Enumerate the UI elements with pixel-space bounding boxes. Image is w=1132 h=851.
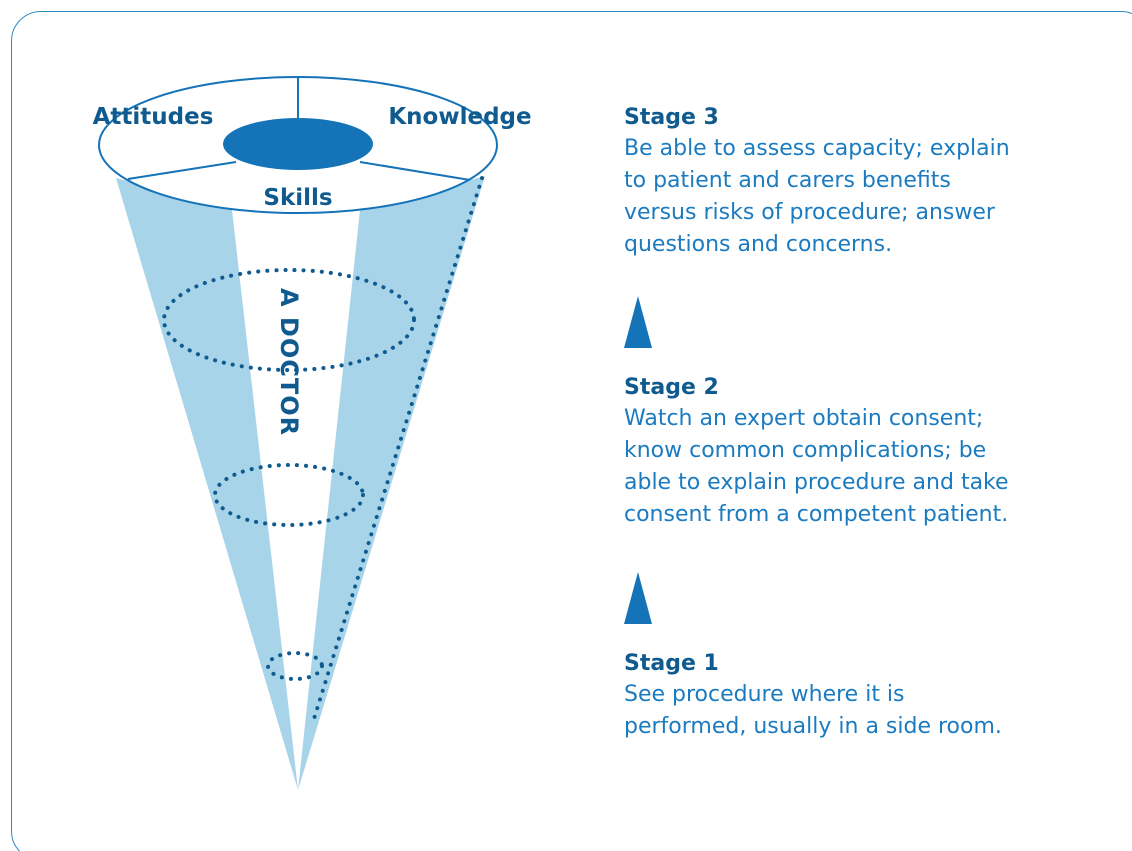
stage-2-line-3: able to explain procedure and take: [624, 470, 1009, 495]
stage-3-title: Stage 3: [624, 105, 719, 130]
frame-border: [11, 11, 1132, 851]
stage-3-line-3: versus risks of procedure; answer: [624, 200, 995, 225]
dotted-ring-upper: [162, 268, 416, 372]
label-knowledge: Knowledge: [388, 104, 531, 130]
divider-left: [127, 161, 237, 180]
stage-2-line-1: Watch an expert obtain consent;: [624, 406, 984, 431]
arrow-up-icon: [624, 296, 652, 348]
stage-2-line-2: know common complications; be: [624, 438, 987, 463]
dotted-path: [311, 176, 484, 724]
stage-2-block: Stage 2 Watch an expert obtain consent; …: [624, 373, 1124, 531]
stage-1-line-2: performed, usually in a side room.: [624, 714, 1002, 739]
cone-right-band: [298, 176, 485, 790]
center-ellipse: [223, 118, 373, 170]
stage-3-line-4: questions and concerns.: [624, 232, 893, 257]
cone-left-band: [116, 178, 298, 790]
label-a-doctor: A DOCTOR: [275, 288, 303, 436]
arrow-up-icon: [624, 572, 652, 624]
stage-3-line-1: Be able to assess capacity; explain: [624, 136, 1010, 161]
stage-2-title: Stage 2: [624, 375, 719, 400]
stage-2-line-4: consent from a competent patient.: [624, 502, 1009, 527]
stage-1-title: Stage 1: [624, 651, 719, 676]
stage-1-block: Stage 1 See procedure where it is perfor…: [624, 649, 1124, 743]
label-skills: Skills: [263, 185, 332, 211]
stage-3-line-2: to patient and carers benefits: [624, 168, 951, 193]
doctor-cone-diagram: Attitudes Knowledge Skills A DOCTOR: [93, 76, 532, 790]
divider-right: [359, 161, 471, 181]
dotted-ring-lower: [266, 651, 324, 681]
stage-3-block: Stage 3 Be able to assess capacity; expl…: [624, 103, 1124, 261]
dotted-ring-middle: [213, 463, 365, 527]
stage-1-line-1: See procedure where it is: [624, 682, 905, 707]
label-attitudes: Attitudes: [93, 104, 214, 130]
